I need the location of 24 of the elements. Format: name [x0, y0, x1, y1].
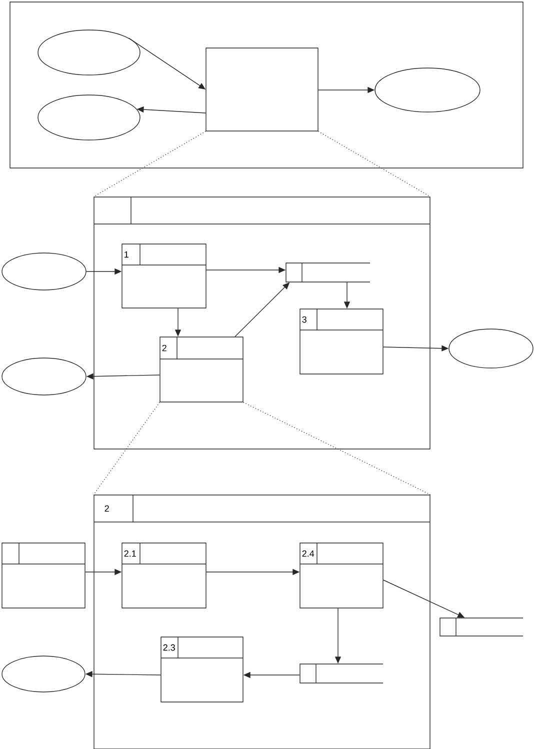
process-box: 2.3	[160, 636, 244, 702]
process-box: 1	[122, 244, 206, 308]
zoom-line	[93, 131, 206, 197]
zoom-line	[243, 402, 431, 495]
process-box: 2.1	[122, 542, 206, 608]
data-store	[440, 618, 524, 636]
zoom-line	[93, 402, 160, 495]
entity-ellipse	[2, 252, 86, 290]
frame-box	[206, 48, 318, 132]
data-store	[300, 664, 384, 684]
process-box: 3	[300, 308, 384, 374]
zoom-line	[318, 131, 431, 197]
entity-ellipse	[448, 328, 534, 368]
frame-box	[10, 2, 524, 168]
subprocess-frame	[94, 196, 430, 450]
entity-ellipse	[38, 94, 140, 140]
process-box: 2.4	[300, 542, 384, 608]
process-box	[2, 542, 86, 608]
process-box: 2	[160, 336, 244, 402]
entity-ellipse	[38, 30, 140, 76]
data-store	[286, 262, 370, 282]
entity-ellipse	[2, 358, 86, 396]
entity-ellipse	[374, 68, 480, 112]
entity-ellipse	[2, 656, 86, 692]
